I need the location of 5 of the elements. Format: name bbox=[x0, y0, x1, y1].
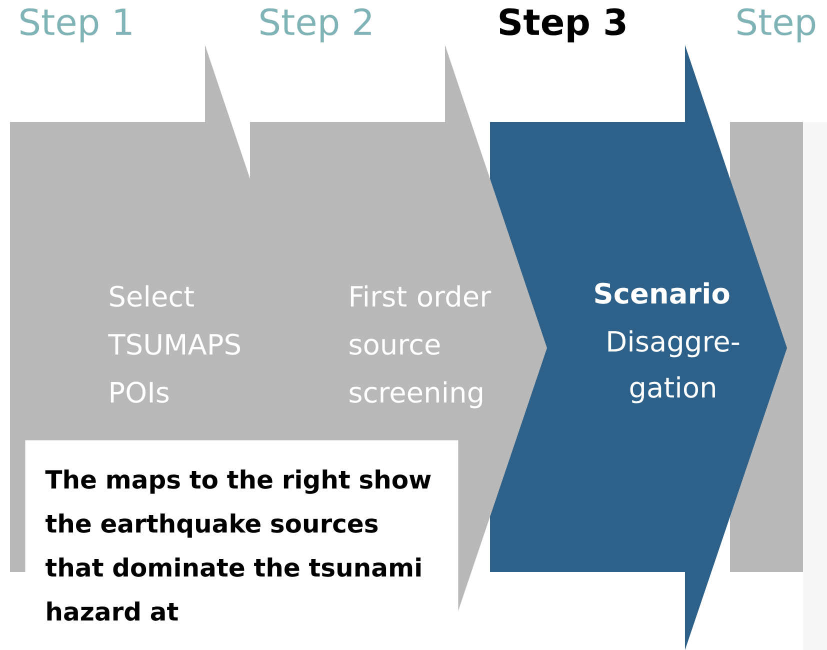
node-label: Step bbox=[738, 8, 816, 42]
node-label: Step 3 bbox=[500, 8, 626, 42]
text-box: The maps to the right show the earthquake sources that dominate the tsunami hazard at bbox=[25, 440, 458, 650]
node-label: Step 2 bbox=[260, 8, 371, 42]
node-label: Step 1 bbox=[20, 8, 132, 42]
